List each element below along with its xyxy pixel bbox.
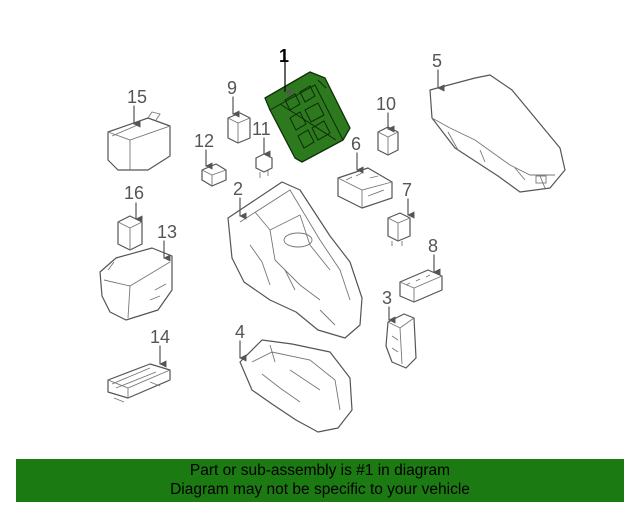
callout-3: 3 [382,288,392,308]
part-11-fuse[interactable] [255,153,273,178]
part-3-bracket[interactable] [385,313,417,369]
part-6-relay-block[interactable] [337,167,393,209]
part-8-connector-block[interactable] [399,269,443,303]
callout-15: 15 [127,87,147,107]
info-banner: Part or sub-assembly is #1 in diagram Di… [16,459,624,502]
part-5-cover[interactable] [429,74,566,193]
callout-7: 7 [402,180,412,200]
callout-8: 8 [428,236,438,256]
callout-5: 5 [432,51,442,71]
callout-14: 14 [150,327,170,347]
callout-11: 11 [252,119,271,139]
part-10-relay[interactable] [377,126,399,156]
banner-line-2: Diagram may not be specific to your vehi… [170,481,470,498]
callout-2: 2 [233,179,243,199]
part-15-fuse-box[interactable] [107,111,171,171]
callout-13: 13 [157,222,177,242]
callout-6: 6 [351,134,361,154]
callout-10: 10 [376,94,396,114]
part-4-lower-tray[interactable] [239,339,353,433]
parts-diagram: 1 2 4 5 6 7 [99,46,566,433]
part-2-fuse-box-housing[interactable] [227,181,363,339]
callout-12: 12 [194,131,214,151]
part-1-fuse-relay-block[interactable] [264,71,351,163]
callout-9: 9 [227,78,237,98]
part-16-relay[interactable] [117,215,143,251]
banner-line-1: Part or sub-assembly is #1 in diagram [189,462,451,479]
part-9-relay[interactable] [227,112,251,144]
callout-16: 16 [124,183,144,203]
part-13-relay-box[interactable] [99,247,173,321]
part-12-fuse[interactable] [201,163,227,187]
callout-4: 4 [235,322,245,342]
callout-1: 1 [279,46,289,66]
part-14-bracket[interactable] [107,363,171,403]
part-7-relay[interactable] [387,212,411,246]
